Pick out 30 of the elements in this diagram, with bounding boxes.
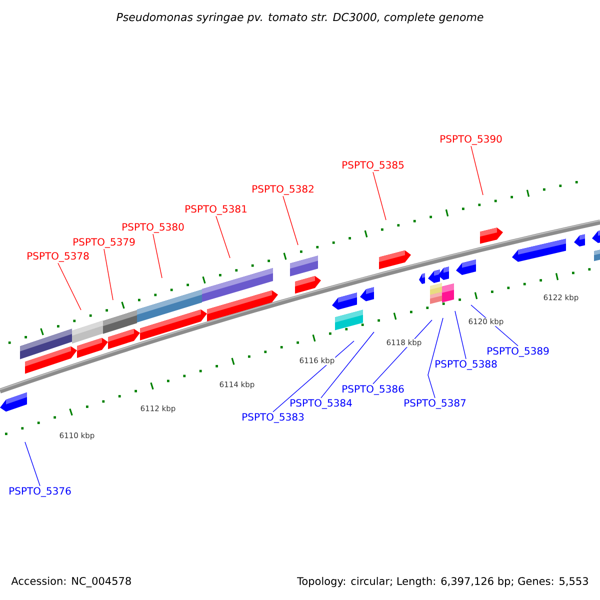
leader-line [272, 340, 354, 412]
gene-label: PSPTO_5386 [342, 385, 404, 395]
gene-label: PSPTO_5388 [436, 360, 497, 370]
leader-line [372, 172, 386, 220]
gene-label: PSPTO_5390 [440, 135, 502, 145]
gene-label: PSPTO_5384 [290, 399, 352, 409]
gene-label: PSPTO_5389 [488, 347, 549, 357]
info-text: Accession: NC_004578 [11, 576, 131, 588]
gene-label: PSPTO_5378 [28, 252, 89, 262]
leader-line [320, 332, 374, 398]
gene-label: PSPTO_5381 [186, 205, 246, 215]
leader-line [372, 320, 432, 384]
gene-label: PSPTO_5385 [342, 161, 404, 171]
leader-line [428, 318, 444, 398]
leader-line [24, 442, 40, 486]
leader-line [58, 262, 82, 310]
gene-label: PSPTO_5387 [404, 399, 466, 409]
leader-line [454, 310, 466, 360]
leader-line [216, 216, 230, 258]
leader-line [282, 196, 298, 246]
gene-label: PSPTO_5382 [252, 185, 314, 195]
title: Pseudomonas syringae pv. tomato str. DC3000, complete genome [116, 12, 484, 24]
leader-line [470, 146, 484, 196]
gene-label: PSPTO_5383 [242, 413, 304, 423]
info-text: Topology: circular; Length: 6,397,126 bp; Genes: 5,553 [297, 576, 588, 588]
gene-label: PSPTO_5379 [74, 238, 135, 248]
gene-label: PSPTO_5380 [122, 223, 184, 233]
gene-label: PSPTO_5376 [10, 487, 71, 497]
leader-line [152, 234, 162, 278]
leader-line [104, 248, 114, 300]
